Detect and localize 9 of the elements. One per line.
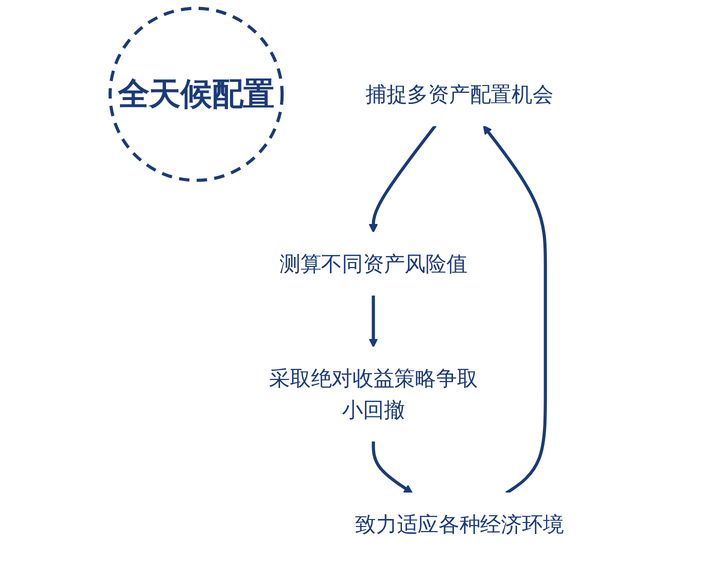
arrow — [372, 440, 413, 494]
node-text: 采取绝对收益策略争取小回撤 — [269, 366, 478, 422]
arrow — [482, 125, 547, 494]
arrow — [368, 124, 437, 233]
node-text: 测算不同资产风险值 — [280, 251, 468, 276]
node-text: 捕捉多资产配置机会 — [366, 82, 554, 107]
arrow — [368, 295, 378, 348]
node-text: 致力适应各种经济环境 — [355, 512, 564, 537]
node-circle: 全天候配置 — [108, 6, 284, 182]
